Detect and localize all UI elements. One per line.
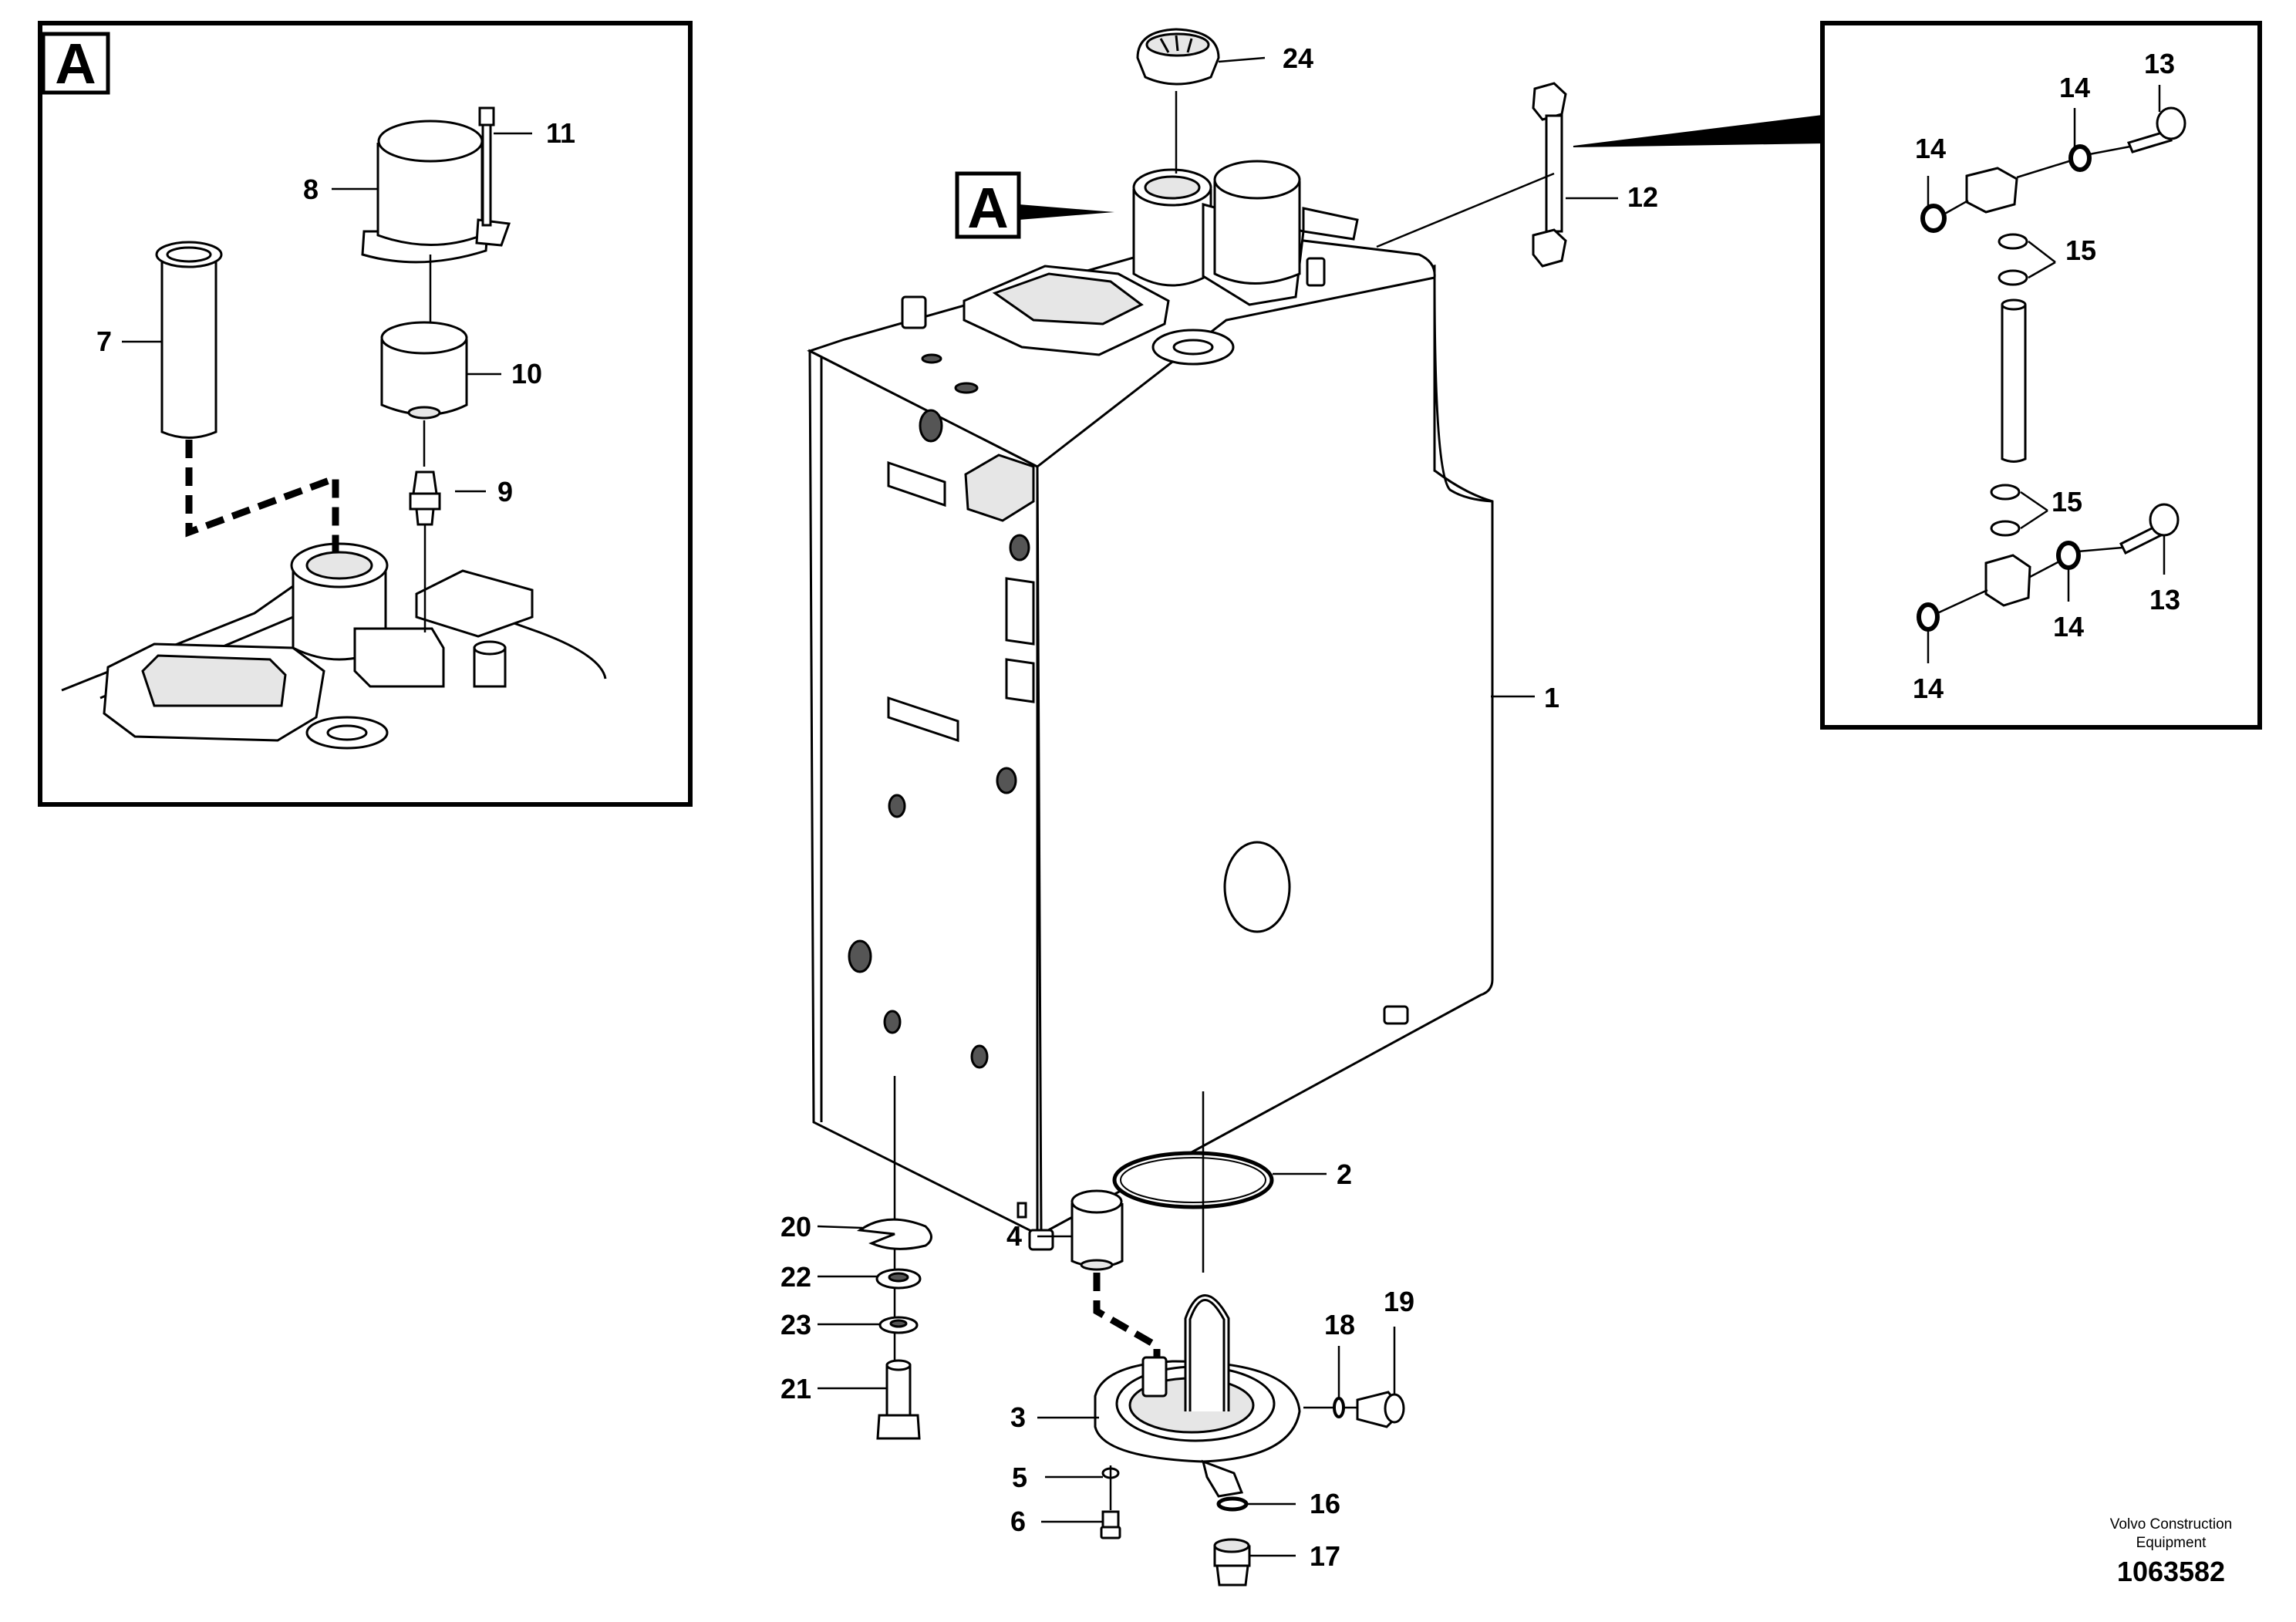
part-23-washer xyxy=(878,1316,919,1334)
document-number: 1063582 xyxy=(2117,1556,2225,1587)
callout-22: 22 xyxy=(781,1261,811,1293)
callout-17: 17 xyxy=(1310,1540,1340,1572)
detail-view-sight-glass xyxy=(1573,21,2262,730)
callout-13-bottom: 13 xyxy=(2149,584,2180,615)
callout-14-a: 14 xyxy=(2059,72,2090,103)
callout-11: 11 xyxy=(546,117,575,149)
publisher-block: Volvo Construction Equipment 1063582 xyxy=(2110,1516,2232,1587)
part-16-o-ring xyxy=(1216,1496,1249,1512)
callout-20: 20 xyxy=(781,1211,811,1243)
callout-15-bottom: 15 xyxy=(2052,486,2082,518)
part-2-o-ring xyxy=(1112,1151,1274,1209)
part-10-filter-element xyxy=(380,321,468,420)
callout-23: 23 xyxy=(781,1309,811,1340)
callout-labels: 1 2 3 4 5 6 7 8 9 10 11 12 13 13 14 14 1… xyxy=(96,42,2180,1572)
part-9-valve xyxy=(409,470,441,526)
callout-7: 7 xyxy=(96,325,112,357)
callout-8: 8 xyxy=(303,174,319,205)
callout-2: 2 xyxy=(1337,1158,1352,1190)
callout-15-top: 15 xyxy=(2065,234,2096,266)
callout-16: 16 xyxy=(1310,1488,1340,1519)
part-24-filler-cap xyxy=(1136,28,1220,86)
leader-lines xyxy=(122,56,2166,1557)
callout-24: 24 xyxy=(1283,42,1313,74)
part-19-plug xyxy=(1356,1391,1405,1428)
callout-13-top: 13 xyxy=(2144,48,2175,79)
callout-5: 5 xyxy=(1012,1462,1027,1493)
callout-4: 4 xyxy=(1006,1220,1022,1252)
callout-3: 3 xyxy=(1010,1401,1026,1433)
callout-18: 18 xyxy=(1324,1309,1355,1340)
part-4-sensor xyxy=(1070,1189,1124,1271)
callout-10: 10 xyxy=(511,358,542,389)
callout-6: 6 xyxy=(1010,1506,1026,1537)
callout-12: 12 xyxy=(1627,181,1658,213)
detail-view-a: A xyxy=(38,21,693,807)
callout-9: 9 xyxy=(497,476,513,508)
part-21-bolt xyxy=(876,1359,921,1440)
callout-21: 21 xyxy=(781,1373,811,1404)
credit-line-2: Equipment xyxy=(2136,1535,2207,1551)
part-8-filter-cover xyxy=(361,120,511,264)
part-20-retainer xyxy=(856,1218,932,1250)
callout-14-d: 14 xyxy=(1913,673,1944,704)
part-18-washer xyxy=(1333,1397,1345,1418)
part-1-hydraulic-tank xyxy=(807,160,1494,1251)
part-22-bushing xyxy=(875,1268,922,1290)
view-marker-a: A xyxy=(955,171,1114,240)
view-marker-label: A xyxy=(967,176,1008,240)
part-6-screw xyxy=(1100,1510,1121,1539)
callout-1: 1 xyxy=(1544,682,1559,713)
callout-19: 19 xyxy=(1384,1286,1414,1317)
part-17-plug xyxy=(1213,1538,1251,1587)
part-7-strainer xyxy=(155,241,223,439)
callout-14-c: 14 xyxy=(2053,611,2084,642)
part-11-bolt xyxy=(478,106,495,227)
part-3-suction-flange xyxy=(1094,1294,1301,1498)
credit-line-1: Volvo Construction xyxy=(2110,1516,2232,1533)
detail-view-label: A xyxy=(55,32,96,96)
callout-14-b: 14 xyxy=(1915,133,1946,164)
